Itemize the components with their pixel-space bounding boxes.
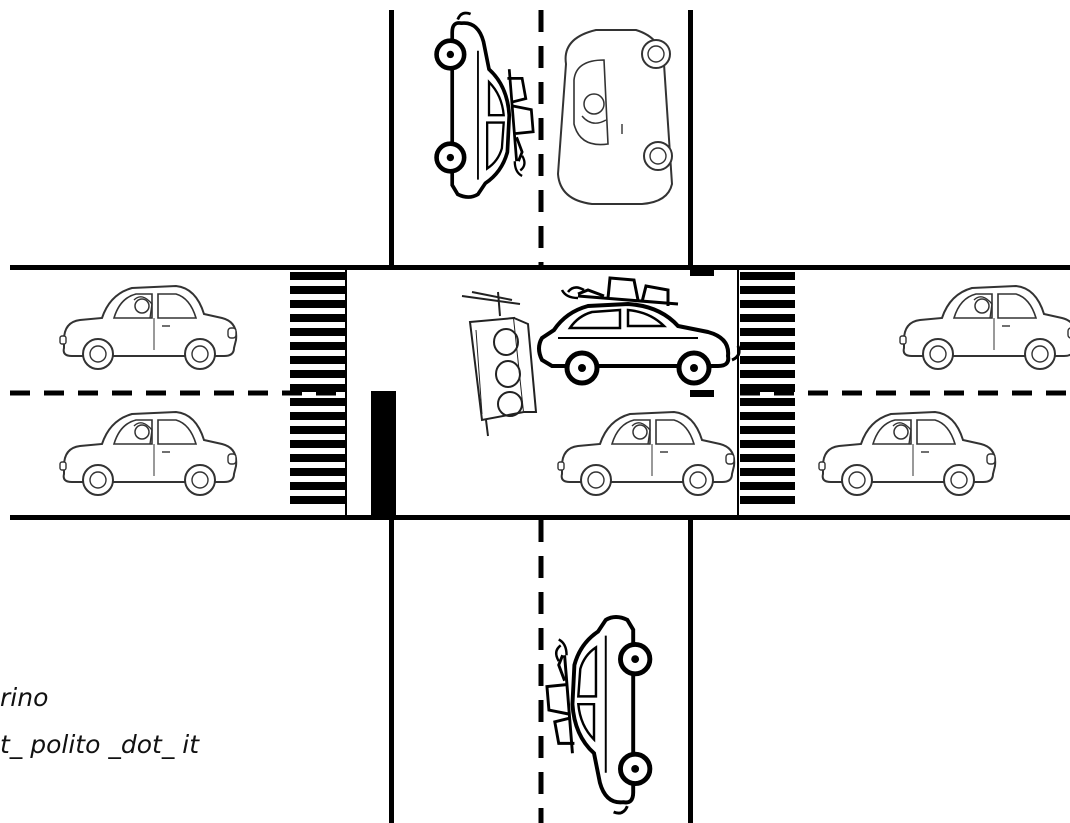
zebra-stripe <box>290 482 345 490</box>
zebra-stripe <box>740 384 795 392</box>
car-icon <box>60 412 236 495</box>
zebra-stripe <box>290 272 345 280</box>
zebra-stripe <box>290 440 345 448</box>
zebra-stripe <box>290 356 345 364</box>
cartoon-car-icon <box>437 13 534 197</box>
zebra-stripe <box>290 370 345 378</box>
zebra-crossing-left <box>290 272 345 504</box>
car-icon <box>900 286 1070 369</box>
intersection-mark-middle <box>690 390 714 397</box>
zebra-stripe <box>740 482 795 490</box>
zebra-stripe <box>740 314 795 322</box>
zebra-stripe <box>290 300 345 308</box>
zebra-crossing-right <box>740 272 795 504</box>
zebra-stripe <box>290 426 345 434</box>
vertical-road-right-edge-bottom <box>688 518 693 823</box>
credit-line-2: t_ polito _dot_ it <box>0 730 199 759</box>
zebra-stripe <box>290 328 345 336</box>
zebra-stripe <box>290 468 345 476</box>
intersection-mark-top <box>690 267 714 276</box>
zebra-stripe <box>290 496 345 504</box>
zebra-stripe <box>290 286 345 294</box>
zebra-stripe <box>290 384 345 392</box>
zebra-stripe <box>740 398 795 406</box>
zebra-stripe <box>740 412 795 420</box>
traffic-light-icon <box>462 292 536 436</box>
zebra-stripe <box>740 496 795 504</box>
zebra-stripe <box>740 426 795 434</box>
zebra-stripe <box>740 454 795 462</box>
zebra-stripe <box>290 342 345 350</box>
zebra-stripe <box>740 468 795 476</box>
vertical-road-left-edge-top <box>389 10 394 267</box>
vertical-road-left-edge-bottom <box>389 518 394 823</box>
zebra-stripe <box>740 370 795 378</box>
zebra-stripe <box>740 300 795 308</box>
zebra-stripe <box>740 272 795 280</box>
cartoon-car-icon <box>547 617 650 813</box>
zebra-stripe <box>740 356 795 364</box>
zebra-stripe <box>740 328 795 336</box>
credit-line-1: rino <box>0 683 48 712</box>
zebra-stripe <box>740 440 795 448</box>
zebra-stripe <box>740 286 795 294</box>
car-icon <box>60 286 236 369</box>
zebra-stripe <box>740 342 795 350</box>
vertical-road-right-edge-top <box>688 10 693 267</box>
zebra-stripe <box>290 412 345 420</box>
car-top-view-icon <box>558 30 672 204</box>
car-icon <box>819 412 995 495</box>
stop-line <box>371 391 396 518</box>
car-icon <box>558 412 734 495</box>
zebra-stripe <box>290 398 345 406</box>
zebra-stripe <box>290 454 345 462</box>
cartoon-car-icon <box>539 278 739 383</box>
zebra-stripe <box>290 314 345 322</box>
